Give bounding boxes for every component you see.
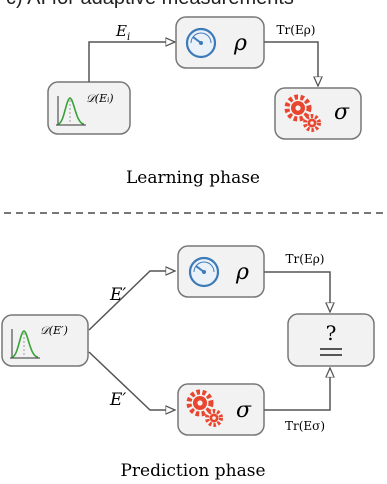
state-rho: ρ [233,31,247,56]
result-question-mark: ? [326,321,337,345]
distribution-curve-icon [10,329,40,359]
edge-result-top-label: Tr(Eρ) [286,252,325,266]
learning-phase: 𝒟(Eᵢ) Ei ρ Tr(Eρ) [47,16,362,188]
distribution-box-learning: 𝒟(Eᵢ) [47,81,131,135]
edge-prediction-top [88,271,175,331]
panel-header: c) AI for adaptive measurements [0,0,387,11]
model-sigma: σ [236,398,252,423]
edge-result-bottom [264,368,330,411]
prediction-phase: 𝒟(E′) E′ E′ ρ [1,245,375,481]
distribution-curve-icon [56,96,86,126]
edge-learning-input [88,42,175,82]
model-box-prediction: σ [177,383,265,436]
state-box-prediction: ρ [177,245,265,298]
state-rho: ρ [235,260,249,285]
distribution-box-prediction: 𝒟(E′) [1,314,89,367]
gauge-icon [188,256,220,288]
state-box-learning: ρ [175,16,265,69]
learning-caption: Learning phase [126,168,260,188]
edge-prediction-bottom [88,351,175,410]
edge-learning-output [264,41,318,86]
gears-icon [186,389,223,427]
edge-result-top [264,271,330,312]
panel-title: c) AI for adaptive measurements [6,0,294,10]
distribution-label: 𝒟(Eᵢ) [86,92,114,105]
edge-result-bottom-label: Tr(Eσ) [285,419,325,433]
result-box: ? [287,313,375,367]
distribution-label: 𝒟(E′) [40,324,68,337]
edge-prediction-top-label: E′ [109,285,126,305]
edge-prediction-bottom-label: E′ [109,390,126,410]
gauge-icon [185,27,217,59]
edge-learning-output-label: Tr(Eρ) [277,23,316,37]
model-sigma: σ [334,100,350,125]
prediction-caption: Prediction phase [120,461,265,481]
edge-learning-input-label: Ei [115,22,130,43]
gears-icon [284,94,321,132]
model-box-learning: σ [274,87,362,140]
